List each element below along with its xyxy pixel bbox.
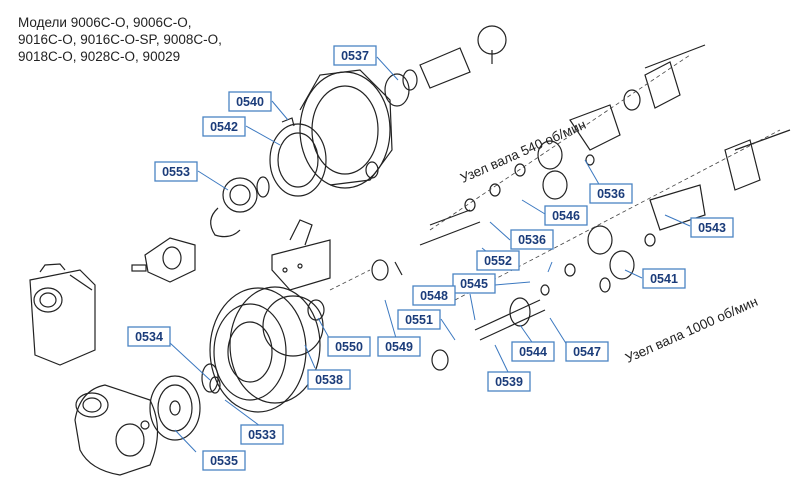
ring-gear-drawing <box>269 117 327 197</box>
guide-lines <box>329 54 781 301</box>
part-labels: 0537 0540 0542 0553 0536 0546 0543 0536 … <box>127 45 734 471</box>
svg-text:0533: 0533 <box>248 428 276 442</box>
svg-text:0537: 0537 <box>341 49 369 63</box>
label-0533: 0533 <box>240 424 284 445</box>
model-line-3: 9018C-O, 9028C-O, 90029 <box>18 49 181 64</box>
model-line-1: Модели 9006C-O, 9006C-O, <box>18 15 192 30</box>
bearing-drawing <box>222 176 270 213</box>
svg-text:0542: 0542 <box>210 120 238 134</box>
label-0544: 0544 <box>511 341 555 362</box>
label-0547: 0547 <box>565 341 609 362</box>
model-line-2: 9016C-O, 9016C-O-SP, 9008C-O, <box>18 32 222 47</box>
svg-text:0544: 0544 <box>519 345 547 359</box>
gasket-ring-drawing <box>262 295 324 357</box>
svg-text:0535: 0535 <box>210 454 238 468</box>
label-0536-lower: 0536 <box>510 229 554 250</box>
flange-drawing <box>131 237 196 283</box>
label-0551: 0551 <box>397 309 441 330</box>
svg-text:0536: 0536 <box>518 233 546 247</box>
pump-housing-drawing <box>74 384 159 476</box>
impeller-drawing <box>140 375 201 441</box>
label-0536-upper: 0536 <box>589 183 633 204</box>
label-0550: 0550 <box>327 336 371 357</box>
svg-text:0553: 0553 <box>162 165 190 179</box>
lower-shaft-drawing <box>371 259 550 371</box>
assembly-1000-drawing <box>564 129 791 293</box>
leader-lines <box>169 56 691 453</box>
label-0546: 0546 <box>544 205 588 226</box>
label-0535: 0535 <box>202 450 246 471</box>
svg-text:0551: 0551 <box>405 313 433 327</box>
label-0541: 0541 <box>642 268 686 289</box>
svg-text:0548: 0548 <box>420 289 448 303</box>
label-0545: 0545 <box>452 273 496 294</box>
svg-text:0543: 0543 <box>698 221 726 235</box>
front-cover-drawing <box>201 286 321 413</box>
label-0537: 0537 <box>333 45 377 66</box>
svg-text:0549: 0549 <box>385 340 413 354</box>
label-0542: 0542 <box>202 116 246 137</box>
line-art <box>29 25 791 476</box>
svg-text:0540: 0540 <box>236 95 264 109</box>
svg-text:0546: 0546 <box>552 209 580 223</box>
label-0534: 0534 <box>127 326 171 347</box>
label-0549: 0549 <box>377 336 421 357</box>
svg-text:0539: 0539 <box>495 375 523 389</box>
label-0548: 0548 <box>412 285 456 306</box>
svg-text:0534: 0534 <box>135 330 163 344</box>
main-housing-drawing <box>299 69 393 189</box>
model-list-title: Модели 9006C-O, 9006C-O, 9016C-O, 9016C-… <box>18 14 222 65</box>
label-0543: 0543 <box>690 217 734 238</box>
label-0553: 0553 <box>154 161 198 182</box>
label-0538: 0538 <box>307 369 351 390</box>
svg-text:0541: 0541 <box>650 272 678 286</box>
svg-text:0550: 0550 <box>335 340 363 354</box>
gearbox-housing-drawing <box>29 263 96 366</box>
svg-text:0536: 0536 <box>597 187 625 201</box>
label-0539: 0539 <box>487 371 531 392</box>
mounting-bracket-drawing <box>271 219 331 291</box>
assembly-540-drawing <box>419 44 706 246</box>
svg-text:0545: 0545 <box>460 277 488 291</box>
circlip-drawing <box>210 207 241 238</box>
oil-seal-drawing <box>307 299 325 321</box>
label-0552: 0552 <box>476 250 520 271</box>
top-shaft-drawing <box>384 25 507 107</box>
svg-text:0547: 0547 <box>573 345 601 359</box>
svg-text:0552: 0552 <box>484 254 512 268</box>
label-0540: 0540 <box>228 91 272 112</box>
svg-text:0538: 0538 <box>315 373 343 387</box>
